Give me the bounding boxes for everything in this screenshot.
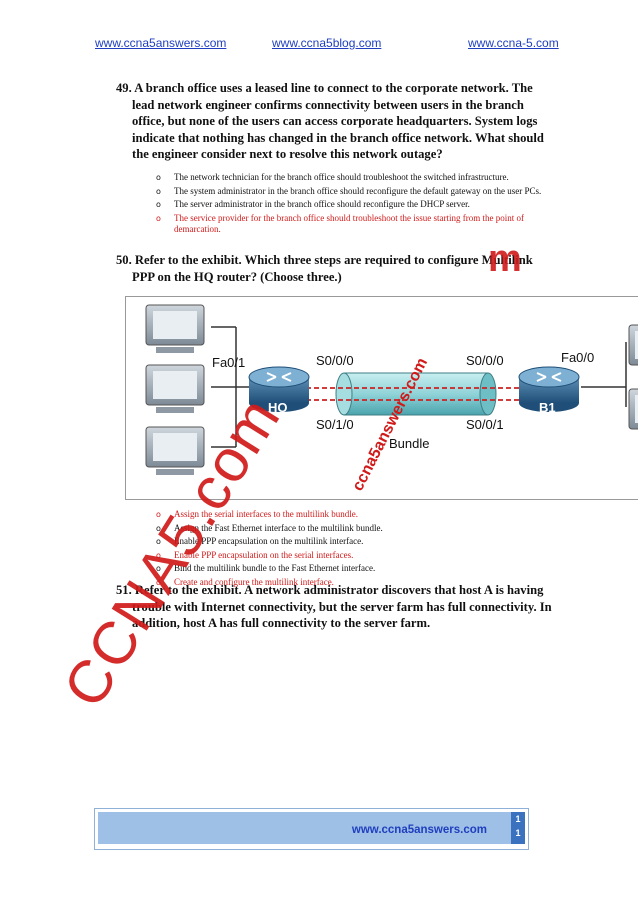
question-49-text: A branch office uses a leased line to co… (132, 81, 544, 161)
pc-icon (628, 388, 638, 430)
label-bundle: Bundle (389, 436, 429, 451)
question-50: 50. Refer to the exhibit. Which three st… (116, 252, 556, 285)
question-51-text: Refer to the exhibit. A network administ… (132, 583, 552, 630)
watermark-top-right: m (488, 238, 522, 280)
page-footer: www.ccna5answers.com 1 1 (94, 808, 529, 850)
multilink-bundle (306, 372, 526, 416)
bullet-icon: o (156, 213, 161, 223)
bullet-icon: o (156, 564, 161, 573)
pc-icon (145, 364, 205, 413)
label-hq-s000: S0/0/0 (316, 353, 354, 368)
bullet-icon: o (156, 200, 161, 209)
label-b1-s000: S0/0/0 (466, 353, 504, 368)
header-link-ccna5answers[interactable]: www.ccna5answers.com (95, 36, 227, 50)
page-number: 1 1 (511, 812, 525, 844)
network-diagram: Fa0/1 Fa0/0 S0/0/0 S0/0/0 S0/1/0 S0/0/1 … (145, 304, 638, 494)
bullet-icon: o (156, 510, 161, 519)
label-b1: B1 (539, 400, 556, 415)
router-b1-icon (518, 366, 580, 412)
footer-link[interactable]: www.ccna5answers.com (351, 824, 487, 836)
footer-band: www.ccna5answers.com (98, 812, 511, 844)
pc-icon (628, 324, 638, 366)
question-50-number: 50. (116, 253, 132, 267)
question-51: 51. Refer to the exhibit. A network admi… (116, 582, 556, 632)
bullet-icon: o (156, 186, 161, 196)
label-s001: S0/0/1 (466, 417, 504, 432)
label-fa01: Fa0/1 (212, 355, 245, 370)
bullet-icon: o (156, 577, 161, 587)
question-49-number: 49. (116, 81, 132, 95)
network-exhibit: Fa0/1 Fa0/0 S0/0/0 S0/0/0 S0/1/0 S0/0/1 … (125, 296, 638, 500)
question-50-text: Refer to the exhibit. Which three steps … (132, 253, 533, 284)
header-link-ccna-5[interactable]: www.ccna-5.com (468, 36, 559, 50)
label-s010: S0/1/0 (316, 417, 354, 432)
header-link-ccna5blog[interactable]: www.ccna5blog.com (272, 36, 382, 50)
lan-links-left (211, 326, 627, 448)
bullet-icon: o (156, 550, 161, 560)
bullet-icon: o (156, 173, 161, 182)
router-hq-icon (248, 366, 310, 412)
pc-icon (145, 304, 205, 353)
label-hq: HQ (268, 400, 288, 415)
question-51-number: 51. (116, 583, 132, 597)
question-49: 49. A branch office uses a leased line t… (116, 80, 556, 163)
bullet-icon: o (156, 537, 161, 546)
bullet-icon: o (156, 523, 161, 533)
pc-icon (145, 426, 205, 475)
label-fa00: Fa0/0 (561, 350, 594, 365)
